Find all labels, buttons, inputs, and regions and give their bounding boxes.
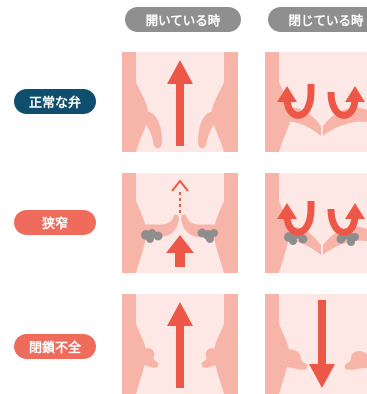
header-closed: 閉じている時 (268, 7, 367, 32)
panel-stenosis-closed (265, 173, 367, 273)
header-open: 開いている時 (125, 7, 241, 32)
panel-regurgitation-closed (265, 294, 367, 394)
label-regurgitation: 閉鎖不全 (14, 334, 96, 359)
label-stenosis: 狭窄 (14, 210, 96, 235)
calcification-right (197, 228, 218, 243)
panel-stenosis-open (122, 173, 238, 273)
label-normal-valve: 正常な弁 (14, 89, 96, 114)
calcification-left (141, 229, 163, 243)
panel-regurgitation-open (122, 294, 238, 394)
panel-normal-open (122, 52, 238, 152)
panel-normal-closed (265, 52, 367, 152)
